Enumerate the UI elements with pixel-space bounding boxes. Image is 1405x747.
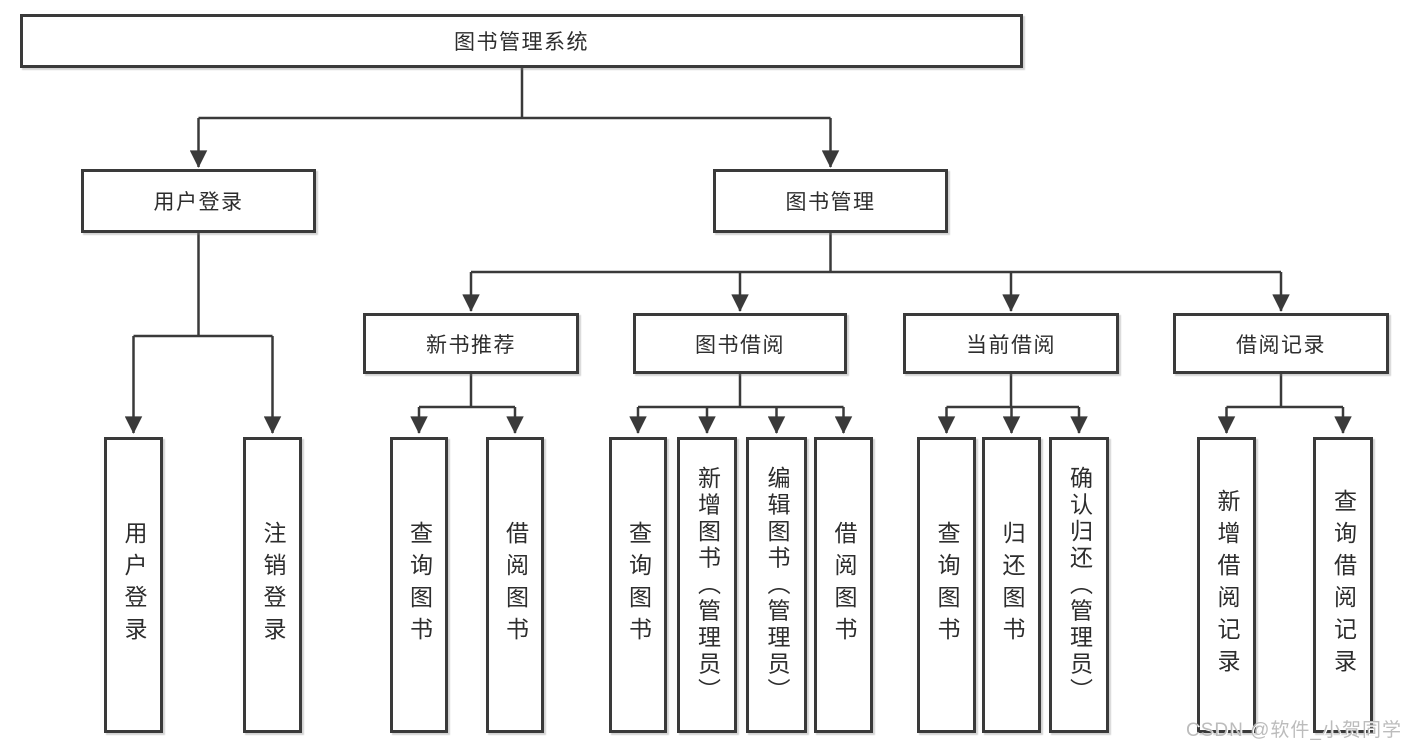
node-label: 编辑图书（管理员）: [764, 465, 790, 705]
node-label: 归还图书: [999, 521, 1025, 649]
node-label: 查询图书: [625, 521, 652, 649]
node-label: 图书管理系统: [454, 31, 589, 54]
node-label: 借阅图书: [502, 521, 529, 649]
node-label: 查询借阅记录: [1330, 489, 1357, 681]
leaf-search-borrow-record: 查询借阅记录: [1313, 437, 1373, 733]
leaf-return-books: 归还图书: [982, 437, 1041, 733]
node-user-login: 用户登录: [81, 169, 316, 233]
leaf-search-books-current: 查询图书: [917, 437, 976, 733]
node-new-book-recommendation: 新书推荐: [363, 313, 579, 374]
node-label: 当前借阅: [966, 333, 1056, 357]
node-book-borrowing: 图书借阅: [633, 313, 847, 374]
csdn-watermark: CSDN @软件_小贺同学: [1186, 720, 1402, 741]
node-label: 新书推荐: [426, 333, 516, 357]
node-label: 新增图书（管理员）: [694, 465, 721, 705]
node-label: 注销登录: [260, 521, 286, 649]
node-label: 新增借阅记录: [1214, 489, 1240, 681]
leaf-user-login: 用户登录: [104, 437, 163, 733]
leaf-logout-login: 注销登录: [243, 437, 302, 733]
leaf-add-book-admin: 新增图书（管理员）: [677, 437, 737, 733]
node-label: 图书管理: [785, 191, 876, 214]
node-label: 借阅记录: [1236, 333, 1326, 357]
leaf-add-borrow-record: 新增借阅记录: [1197, 437, 1256, 733]
node-label: 借阅图书: [831, 521, 857, 649]
leaf-borrow-books-borrowing: 借阅图书: [814, 437, 873, 733]
node-book-management: 图书管理: [713, 169, 948, 233]
node-label: 用户登录: [153, 191, 244, 214]
node-label: 查询图书: [406, 521, 433, 649]
node-label: 查询图书: [934, 521, 960, 649]
node-label: 图书借阅: [695, 333, 785, 357]
leaf-confirm-return-admin: 确认归还（管理员）: [1049, 437, 1109, 733]
leaf-borrow-books-recommend: 借阅图书: [486, 437, 544, 733]
leaf-edit-book-admin: 编辑图书（管理员）: [746, 437, 807, 733]
node-current-borrowing: 当前借阅: [903, 313, 1119, 374]
connectors: [124, 68, 1352, 434]
node-borrowing-records: 借阅记录: [1173, 313, 1389, 374]
leaf-search-books-borrowing: 查询图书: [609, 437, 667, 733]
node-label: 确认归还（管理员）: [1066, 465, 1093, 705]
node-label: 用户登录: [121, 521, 147, 649]
node-library-management-system: 图书管理系统: [20, 14, 1023, 68]
leaf-search-books-recommend: 查询图书: [390, 437, 448, 733]
